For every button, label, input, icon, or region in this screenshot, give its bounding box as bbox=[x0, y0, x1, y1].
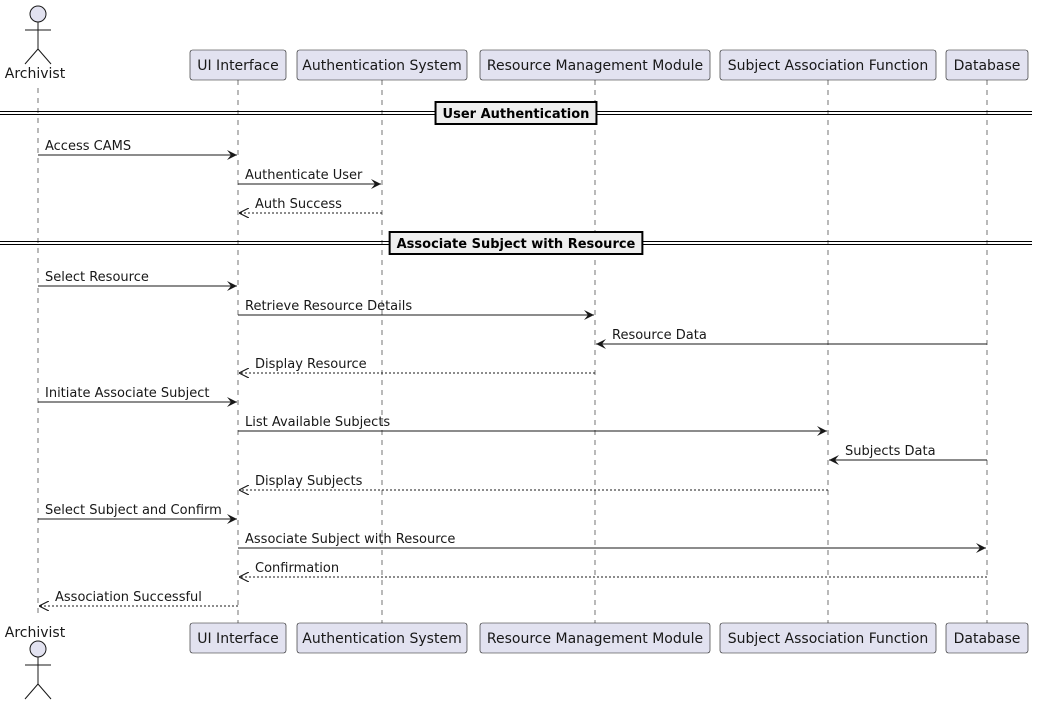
message-label: Association Successful bbox=[55, 590, 202, 605]
actor-right-leg bbox=[37, 683, 52, 700]
participant-box bbox=[189, 49, 287, 81]
message-display-subjects: Display Subjects bbox=[239, 474, 828, 490]
divider-associate-subject-with-resource: Associate Subject with Resource bbox=[0, 231, 1032, 255]
participant-box bbox=[719, 49, 937, 81]
message-label: Retrieve Resource Details bbox=[245, 299, 412, 314]
participant-label-ui: UI Interface bbox=[197, 631, 279, 647]
message-association-successful: Association Successful bbox=[39, 590, 238, 606]
participant-rmm-bottom: Resource Management Module bbox=[479, 622, 711, 654]
message-label: Authenticate User bbox=[245, 168, 363, 183]
message-label: Auth Success bbox=[255, 197, 342, 212]
divider-box bbox=[434, 101, 598, 125]
divider-label: Associate Subject with Resource bbox=[397, 237, 636, 252]
participant-label-auth: Authentication System bbox=[302, 631, 461, 647]
participant-db-bottom: Database bbox=[945, 622, 1029, 654]
message-subjects-data: Subjects Data bbox=[829, 444, 987, 465]
participant-label-saf: Subject Association Function bbox=[728, 631, 929, 647]
participant-label-rmm: Resource Management Module bbox=[487, 631, 703, 647]
participant-ui-bottom: UI Interface bbox=[189, 622, 287, 654]
message-authenticate-user: Authenticate User bbox=[238, 168, 381, 189]
message-associate-subject-with-resource: Associate Subject with Resource bbox=[238, 532, 986, 553]
message-select-resource: Select Resource bbox=[38, 270, 237, 291]
message-label: Select Subject and Confirm bbox=[45, 503, 222, 518]
message-label: Display Subjects bbox=[255, 474, 363, 489]
divider-label: User Authentication bbox=[443, 107, 590, 122]
message-label: Display Resource bbox=[255, 357, 367, 372]
participant-box bbox=[719, 622, 937, 654]
participant-ui-top: UI Interface bbox=[189, 49, 287, 81]
message-initiate-associate-subject: Initiate Associate Subject bbox=[38, 386, 237, 407]
message-select-subject-and-confirm: Select Subject and Confirm bbox=[38, 503, 237, 524]
participant-label-archivist: Archivist bbox=[5, 66, 66, 82]
participant-label-ui: UI Interface bbox=[197, 58, 279, 74]
message-auth-success: Auth Success bbox=[239, 197, 382, 213]
participant-box bbox=[189, 622, 287, 654]
participant-label-db: Database bbox=[954, 58, 1021, 74]
participant-box bbox=[296, 49, 468, 81]
participant-box bbox=[479, 622, 711, 654]
actor-archivist-top: Archivist bbox=[5, 5, 66, 82]
message-label: Confirmation bbox=[255, 561, 339, 576]
actor-head-icon bbox=[29, 5, 47, 23]
actor-right-leg bbox=[37, 48, 52, 65]
participant-label-rmm: Resource Management Module bbox=[487, 58, 703, 74]
actor-head-icon bbox=[29, 640, 47, 658]
participant-label-archivist: Archivist bbox=[5, 625, 66, 641]
participant-db-top: Database bbox=[945, 49, 1029, 81]
participant-box bbox=[945, 49, 1029, 81]
message-retrieve-resource-details: Retrieve Resource Details bbox=[238, 299, 594, 320]
message-resource-data: Resource Data bbox=[596, 328, 987, 349]
participant-auth-top: Authentication System bbox=[296, 49, 468, 81]
message-label: Associate Subject with Resource bbox=[245, 532, 455, 547]
message-access-cams: Access CAMS bbox=[38, 139, 237, 160]
actor-left-leg bbox=[24, 683, 39, 700]
message-list-available-subjects: List Available Subjects bbox=[238, 415, 827, 436]
message-label: Select Resource bbox=[45, 270, 149, 285]
message-label: Resource Data bbox=[612, 328, 707, 343]
divider-user-authentication: User Authentication bbox=[0, 101, 1032, 125]
participant-box bbox=[479, 49, 711, 81]
participant-box bbox=[945, 622, 1029, 654]
message-label: List Available Subjects bbox=[245, 415, 390, 430]
participant-box bbox=[296, 622, 468, 654]
message-display-resource: Display Resource bbox=[239, 357, 595, 373]
participant-label-db: Database bbox=[954, 631, 1021, 647]
message-confirmation: Confirmation bbox=[239, 561, 987, 577]
actor-archivist-bottom: Archivist bbox=[5, 625, 66, 700]
divider-box bbox=[388, 231, 644, 255]
message-label: Initiate Associate Subject bbox=[45, 386, 210, 401]
message-label: Access CAMS bbox=[45, 139, 131, 154]
lifelines bbox=[37, 80, 988, 623]
message-label: Subjects Data bbox=[845, 444, 936, 459]
participant-label-saf: Subject Association Function bbox=[728, 58, 929, 74]
participant-rmm-top: Resource Management Module bbox=[479, 49, 711, 81]
participant-saf-bottom: Subject Association Function bbox=[719, 622, 937, 654]
participant-auth-bottom: Authentication System bbox=[296, 622, 468, 654]
participant-saf-top: Subject Association Function bbox=[719, 49, 937, 81]
actor-left-leg bbox=[24, 48, 39, 65]
participant-label-auth: Authentication System bbox=[302, 58, 461, 74]
